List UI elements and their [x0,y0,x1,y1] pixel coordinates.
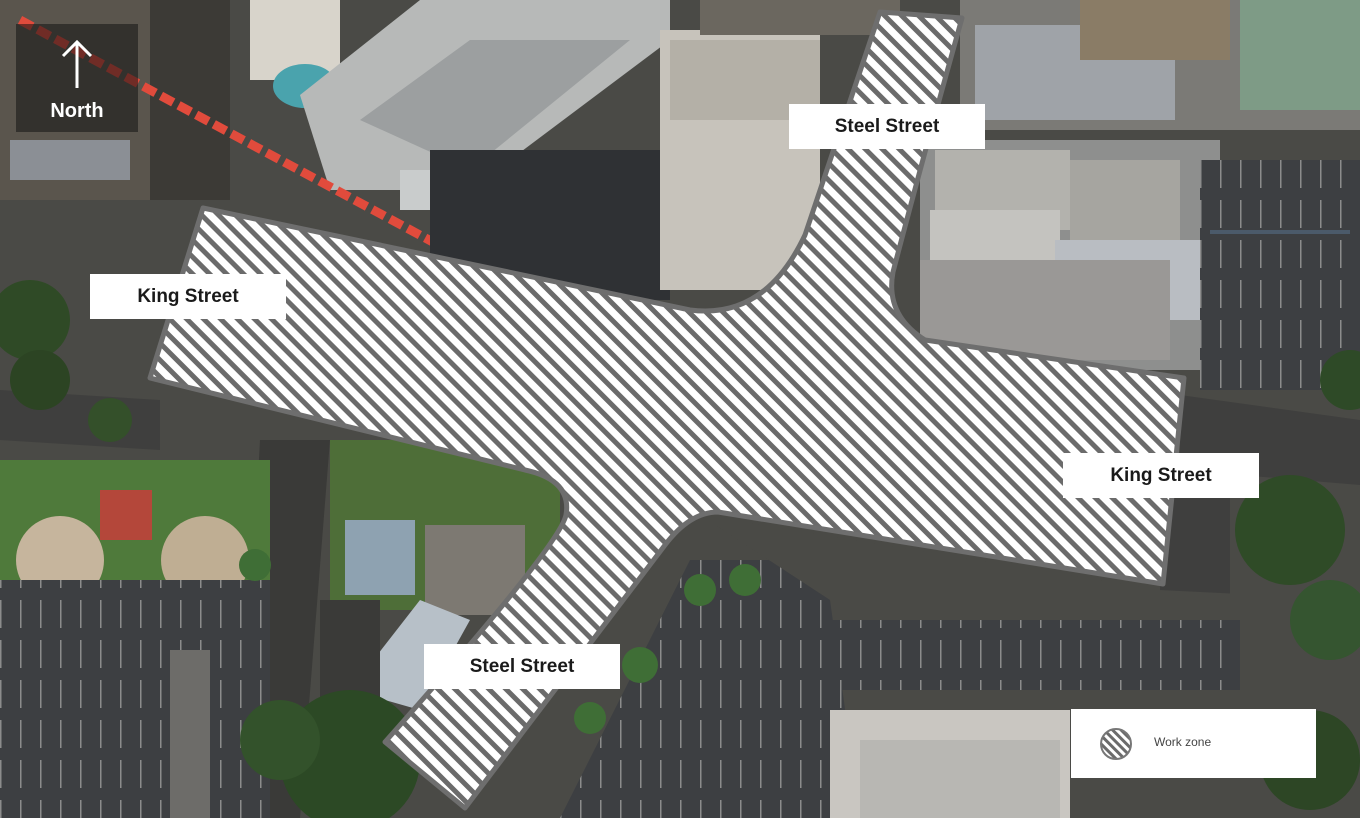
map-legend: Work zone [1071,709,1316,778]
legend-label-work-zone: Work zone [1154,735,1212,749]
steel-street-north-label: Steel Street [789,104,985,149]
north-indicator: North [16,24,138,132]
north-arrow-icon [61,39,93,88]
hatched-circle-icon [1100,728,1132,760]
work-zone-area [147,9,1187,811]
king-street-east-label: King Street [1063,453,1259,498]
king-street-west-label: King Street [90,274,286,319]
steel-street-south-label: Steel Street [424,644,620,689]
north-label: North [50,100,104,122]
